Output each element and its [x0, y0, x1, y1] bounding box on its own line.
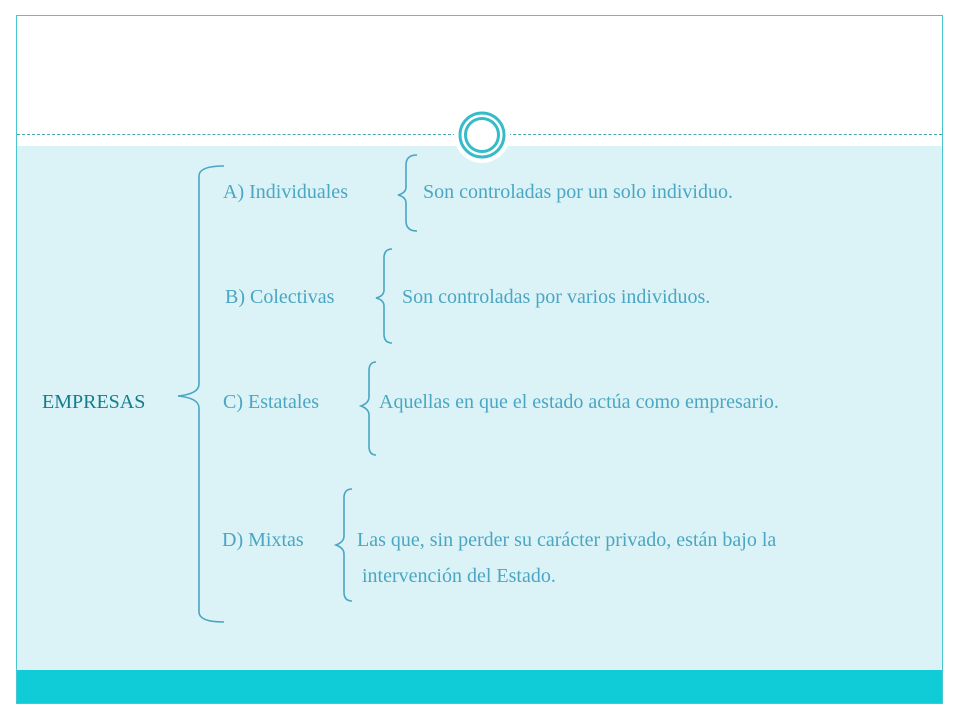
description-individuales: Son controladas por un solo individuo.: [423, 181, 733, 203]
description-estatales: Aquellas en que el estado actúa como emp…: [379, 391, 779, 413]
bracket-colectivas: [375, 248, 393, 344]
category-colectivas: B) Colectivas: [225, 286, 335, 308]
ring-circle-icon: [454, 107, 510, 163]
category-estatales: C) Estatales: [223, 391, 320, 413]
accent-bar: [17, 670, 942, 703]
category-mixtas: D) Mixtas: [222, 529, 304, 551]
bracket-estatales: [358, 361, 377, 456]
bracket-individuales: [397, 154, 418, 232]
description-mixtas-line2: intervención del Estado.: [362, 565, 556, 587]
root-label: EMPRESAS: [42, 391, 146, 413]
category-individuales: A) Individuales: [223, 181, 348, 203]
bracket-mixtas: [333, 488, 353, 602]
root-bracket: [177, 165, 225, 623]
description-mixtas-line1: Las que, sin perder su carácter privado,…: [357, 529, 777, 551]
description-colectivas: Son controladas por varios individuos.: [402, 286, 711, 308]
content-area: [17, 146, 942, 670]
